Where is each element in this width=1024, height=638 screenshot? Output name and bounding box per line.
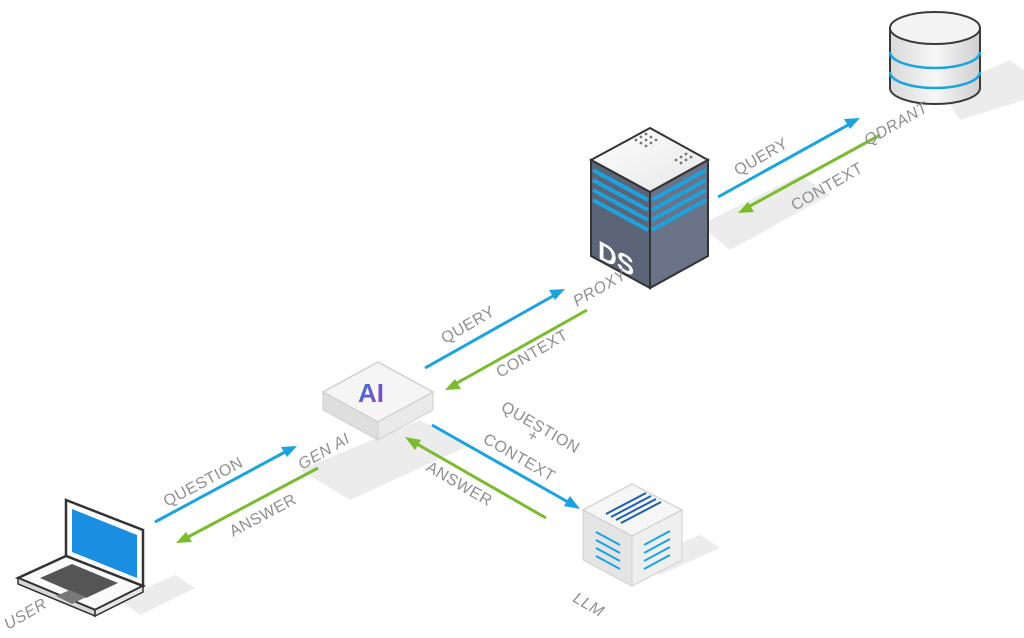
node-label-llm: LLM bbox=[570, 590, 607, 621]
node-label-proxy: PROXY bbox=[571, 266, 631, 310]
arrow-genai-to-proxy bbox=[424, 289, 565, 370]
proxy-shadow bbox=[700, 175, 830, 250]
gen-ai-shadow bbox=[300, 420, 470, 500]
user-shadow bbox=[120, 575, 195, 615]
arrow-qdrant-to-proxy bbox=[738, 133, 881, 213]
gen-ai-box-icon: AI bbox=[321, 361, 435, 441]
node-label-qdrant: QDRANT bbox=[862, 99, 932, 149]
arrow-proxy-to-genai bbox=[445, 308, 588, 390]
arrow-user-to-genai bbox=[154, 446, 297, 524]
label-genai-to-proxy: QUERY bbox=[439, 303, 499, 347]
arrow-genai-to-llm bbox=[431, 423, 580, 509]
arrow-llm-to-genai bbox=[405, 437, 547, 520]
user-laptop-icon bbox=[14, 498, 147, 618]
proxy-server-icon: DS bbox=[588, 126, 711, 290]
ai-badge-text: AI bbox=[358, 378, 384, 408]
llm-cube-icon bbox=[581, 483, 684, 587]
label-user-to-genai: QUESTION bbox=[161, 454, 246, 510]
label-proxy-to-genai: CONTEXT bbox=[494, 327, 572, 382]
arrow-genai-to-user bbox=[176, 466, 319, 543]
qdrant-database-icon bbox=[888, 11, 982, 105]
arrow-proxy-to-qdrant bbox=[717, 118, 860, 199]
node-label-user: USER bbox=[2, 596, 51, 634]
qdrant-shadow bbox=[940, 60, 1024, 120]
